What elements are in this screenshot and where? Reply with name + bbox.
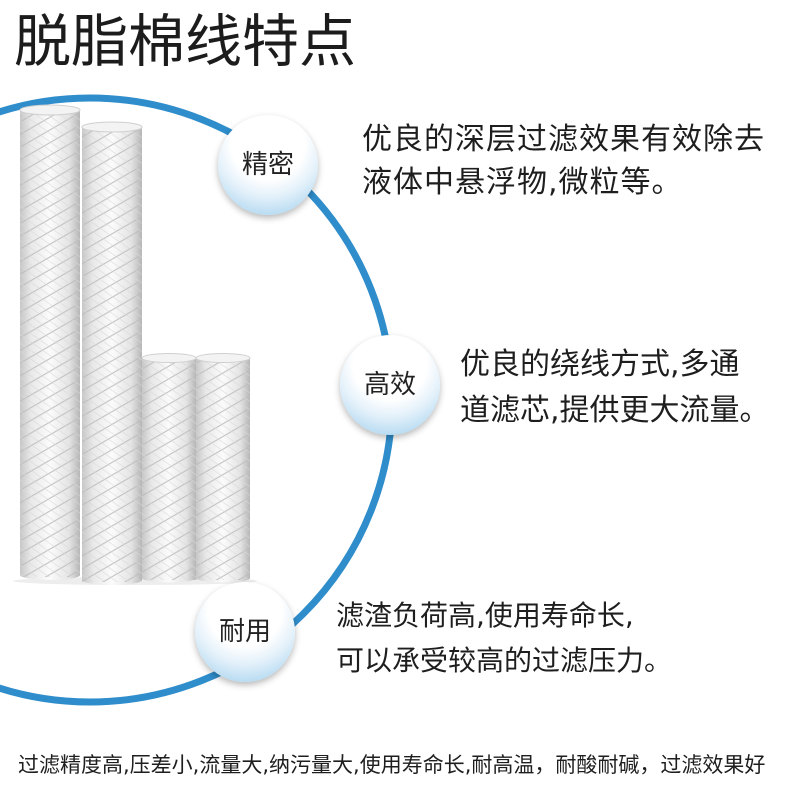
filter-cartridge-short-2 bbox=[195, 353, 251, 583]
filter-cartridge-tall-2 bbox=[81, 121, 143, 585]
feature-description-durability: 滤渣负荷高,使用寿命长, 可以承受较高的过滤压力。 bbox=[336, 593, 672, 683]
filter-cartridge-tall-1 bbox=[19, 104, 81, 580]
feature-description-efficiency: 优良的绕线方式,多通 道滤芯,提供更大流量。 bbox=[460, 342, 770, 434]
cartridge-texture bbox=[196, 358, 250, 580]
cartridge-top bbox=[81, 121, 143, 133]
cartridge-texture bbox=[82, 127, 142, 582]
footer-summary: 过滤精度高,压差小,流量大,纳污量大,使用寿命长,耐高温，耐酸耐碱，过滤效果好 bbox=[18, 753, 766, 777]
feature-description-line: 可以承受较高的过滤压力。 bbox=[336, 644, 673, 677]
feature-description-line: 优良的深层过滤效果有效除去 bbox=[362, 122, 765, 157]
cartridge-texture bbox=[142, 358, 196, 580]
feature-badge-durability: 耐用 bbox=[195, 582, 295, 682]
feature-description-line: 液体中悬浮物,微粒等。 bbox=[362, 165, 683, 200]
feature-badge-label: 耐用 bbox=[218, 617, 271, 647]
page-title: 脱脂棉线特点 bbox=[14, 9, 356, 75]
feature-badge-label: 精密 bbox=[241, 150, 294, 180]
feature-badge-precision: 精密 bbox=[218, 115, 318, 215]
feature-badge-efficiency: 高效 bbox=[340, 335, 440, 435]
feature-description-line: 优良的绕线方式,多通 bbox=[460, 347, 740, 382]
feature-description-line: 道滤芯,提供更大流量。 bbox=[460, 393, 770, 428]
feature-description-precision: 优良的深层过滤效果有效除去 液体中悬浮物,微粒等。 bbox=[362, 118, 765, 204]
feature-description-line: 滤渣负荷高,使用寿命长, bbox=[336, 599, 634, 632]
cartridge-texture bbox=[20, 110, 80, 577]
filter-cartridge-short-1 bbox=[141, 353, 197, 583]
cartridge-top bbox=[19, 104, 81, 116]
cartridge-top bbox=[141, 353, 197, 363]
cartridge-top bbox=[195, 353, 251, 363]
feature-badge-label: 高效 bbox=[363, 370, 416, 400]
